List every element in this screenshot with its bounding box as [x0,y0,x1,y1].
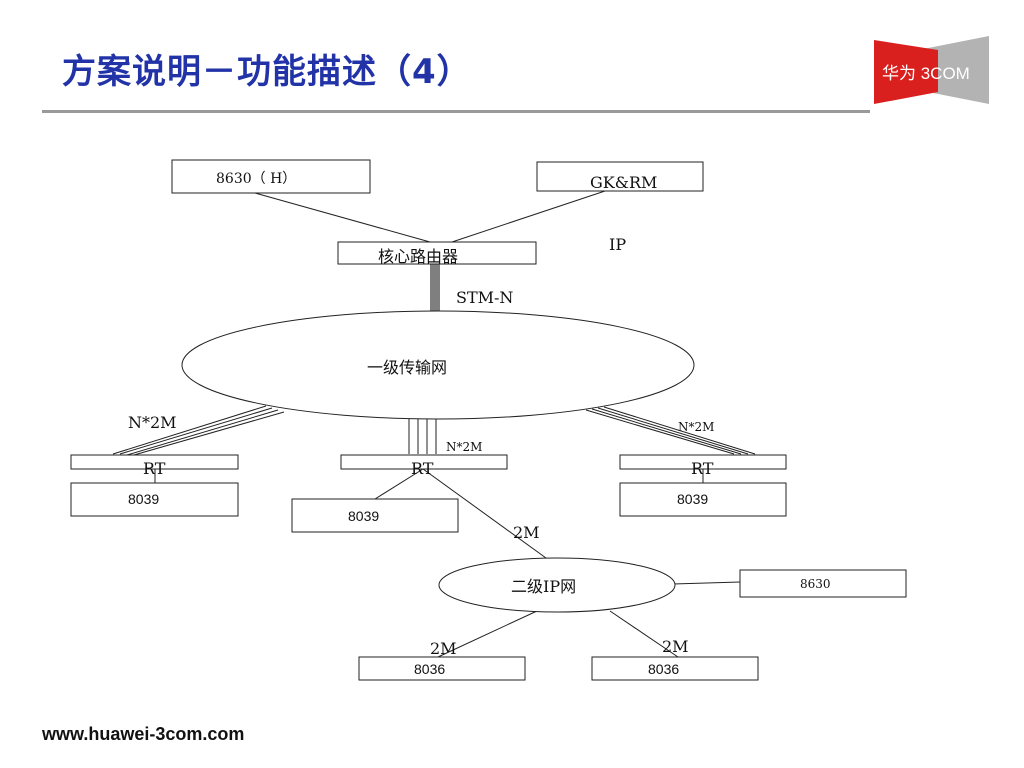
box-gk-rm-rect [536,161,704,192]
rt-center: RT [340,454,508,478]
rt-center-rect [340,454,508,470]
box-8630-right-rect [739,569,907,598]
transport-network-ellipse [181,310,695,420]
link-n2m-left-1 [112,405,267,455]
rt-right-label: RT [691,459,714,478]
link-n2m-right-1 [585,409,735,455]
box-8036-right-rect [591,656,759,681]
box-8039-center-label: 8039 [348,508,379,524]
link-ipnet-8036-left [437,610,538,658]
box-8036-left: 8036 [358,656,526,681]
rt-left: RT [70,454,239,478]
label-n2m-left: N*2M [128,413,177,432]
connection-lines [112,190,756,658]
box-core-router-label: 核心路由器 [378,247,458,266]
link-n2m-left-3 [126,409,279,456]
box-gk-rm-label: GK&RM [590,173,657,192]
box-8630-h-label: 8630（ H） [216,171,296,187]
link-8630-core [254,192,431,243]
link-ipnet-8630 [672,581,741,585]
label-ip: IP [609,235,626,254]
box-8039-center-rect [291,498,459,533]
page-title: 方案说明－功能描述（4） [62,52,472,92]
link-ipnet-8036-right [609,610,679,658]
rt-right-rect [619,454,787,470]
footer-url: www.huawei-3com.com [42,724,245,744]
box-8039-right-rect [619,482,787,517]
link-n2m-left-2 [119,407,273,455]
rt-center-label: RT [411,459,434,478]
box-8036-left-label: 8036 [414,661,445,677]
box-8039-right-label: 8039 [677,491,708,507]
link-n2m-right-2 [591,408,742,455]
label-2m-left: 2M [430,639,457,658]
rt-left-label: RT [143,459,166,478]
box-gk-rm: GK&RM [536,161,704,192]
logo-text: 华为 3COM [882,64,970,83]
link-rt-center-8039 [374,468,424,500]
box-8039-right: 8039 [619,482,787,517]
ip-network-ellipse [438,557,676,613]
link-rt-ipnet [422,468,547,559]
huawei-3com-logo: 华为 3COM [874,36,989,104]
box-core-router-rect [337,241,537,265]
box-8039-left-rect [70,482,239,517]
transport-network-label: 一级传输网 [367,358,447,377]
box-core-router: 核心路由器 [337,241,537,266]
box-8630-h: 8630（ H） [171,159,371,194]
stm-n-trunk-link [430,264,440,312]
box-8036-right-label: 8036 [648,661,679,677]
link-n2m-left-4 [133,411,285,456]
label-2m-right: 2M [662,637,689,656]
box-8036-right: 8036 [591,656,759,681]
box-8039-center: 8039 [291,498,459,533]
transport-network-level1: 一级传输网 [181,310,695,420]
box-8039-left: 8039 [70,482,239,517]
box-8039-left-label: 8039 [128,491,159,507]
logo-red-shape [874,40,938,104]
box-8630-right: 8630 [739,569,907,598]
title-divider [42,110,870,113]
label-n2m-center: N*2M [446,440,482,454]
ip-network-level2: 二级IP网 [438,557,676,613]
label-2m-rt-link: 2M [513,523,540,542]
link-gk-core [451,190,606,243]
rt-right: RT [619,454,787,478]
label-n2m-right: N*2M [678,420,714,434]
label-stm-n: STM-N [456,288,513,307]
box-8630-h-rect [171,159,371,194]
link-n2m-right-4 [603,406,756,455]
box-8036-left-rect [358,656,526,681]
rt-left-rect [70,454,239,470]
link-n2m-right-3 [597,407,749,455]
box-8630-right-label: 8630 [800,577,831,591]
ip-network-label: 二级IP网 [511,577,576,596]
